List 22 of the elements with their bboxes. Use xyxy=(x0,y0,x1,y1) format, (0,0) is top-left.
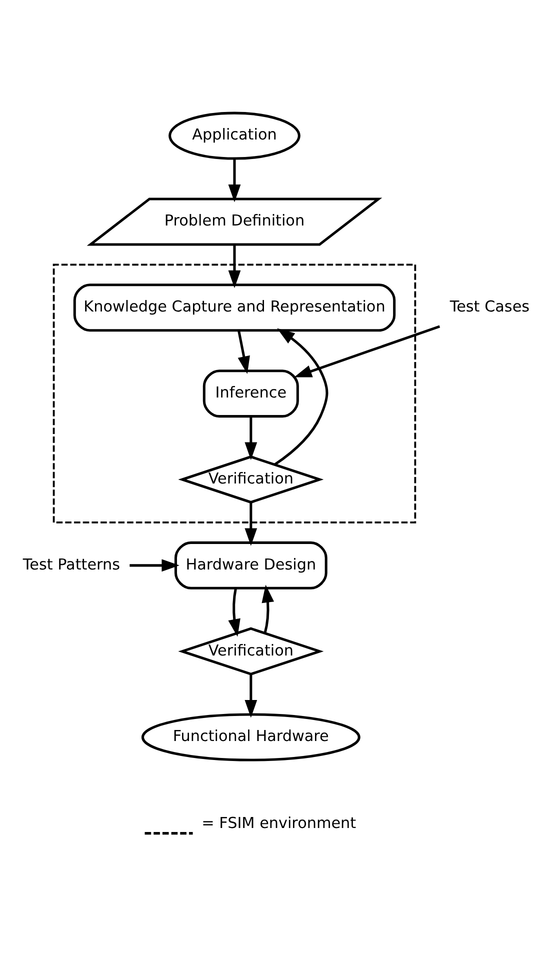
arrow xyxy=(238,330,250,374)
arrow xyxy=(228,588,240,636)
node-box: Inference xyxy=(202,369,299,418)
arrow xyxy=(262,584,274,633)
arrow xyxy=(244,416,258,460)
arrow xyxy=(130,558,180,572)
legend-label: = FSIM environment xyxy=(202,813,356,832)
arrow xyxy=(244,502,258,546)
node-ellipse: Functional Hardware xyxy=(141,712,360,761)
node-diamond: Verification xyxy=(178,454,324,504)
node-text: Test Patterns xyxy=(22,554,120,573)
node-box: Knowledge Capture and Representation xyxy=(73,283,396,332)
arrow xyxy=(228,244,241,288)
arrow xyxy=(244,674,258,718)
cluster xyxy=(52,263,416,523)
arrow xyxy=(228,158,241,202)
arrow xyxy=(274,328,328,466)
arrow xyxy=(294,324,440,377)
node-box: Hardware Design xyxy=(174,540,328,589)
node-diamond: Verification xyxy=(178,626,324,675)
node-text: Test Cases xyxy=(450,297,530,316)
node-ellipse: Application xyxy=(168,111,300,160)
